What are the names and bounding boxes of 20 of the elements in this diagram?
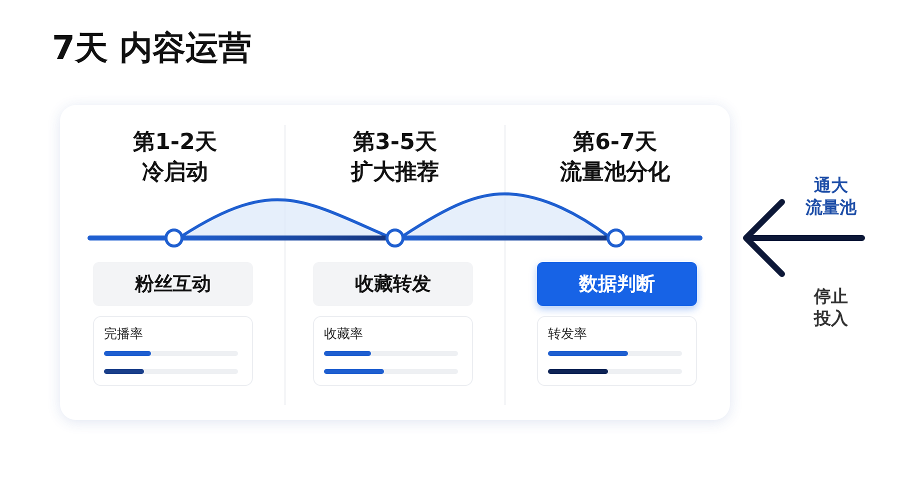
highlight-tag: 数据判断: [537, 262, 697, 306]
metric-label: 完播率: [104, 326, 143, 343]
metric-label: 收藏率: [324, 326, 363, 343]
stage-tag: 收藏转发: [313, 262, 473, 306]
metric-card: [313, 316, 473, 386]
page-title: 7天 内容运营: [52, 27, 252, 69]
metric-card: [93, 316, 253, 386]
phase-heading: 第6-7天 流量池分化: [525, 128, 705, 188]
timeline-node: [606, 228, 626, 248]
metric-label: 转发率: [548, 326, 587, 343]
side-label: 停止投入: [812, 286, 849, 330]
side-label: 通大流量池: [804, 175, 858, 219]
timeline-node: [164, 228, 184, 248]
stage-tag: 粉丝互动: [93, 262, 253, 306]
phase-heading: 第1-2天 冷启动: [95, 128, 255, 188]
timeline-node: [386, 228, 404, 248]
metric-card: [537, 316, 697, 386]
phase-heading: 第3-5天 扩大推荐: [315, 128, 475, 188]
timeline-line: [403, 236, 608, 240]
timeline-line: [182, 236, 387, 240]
